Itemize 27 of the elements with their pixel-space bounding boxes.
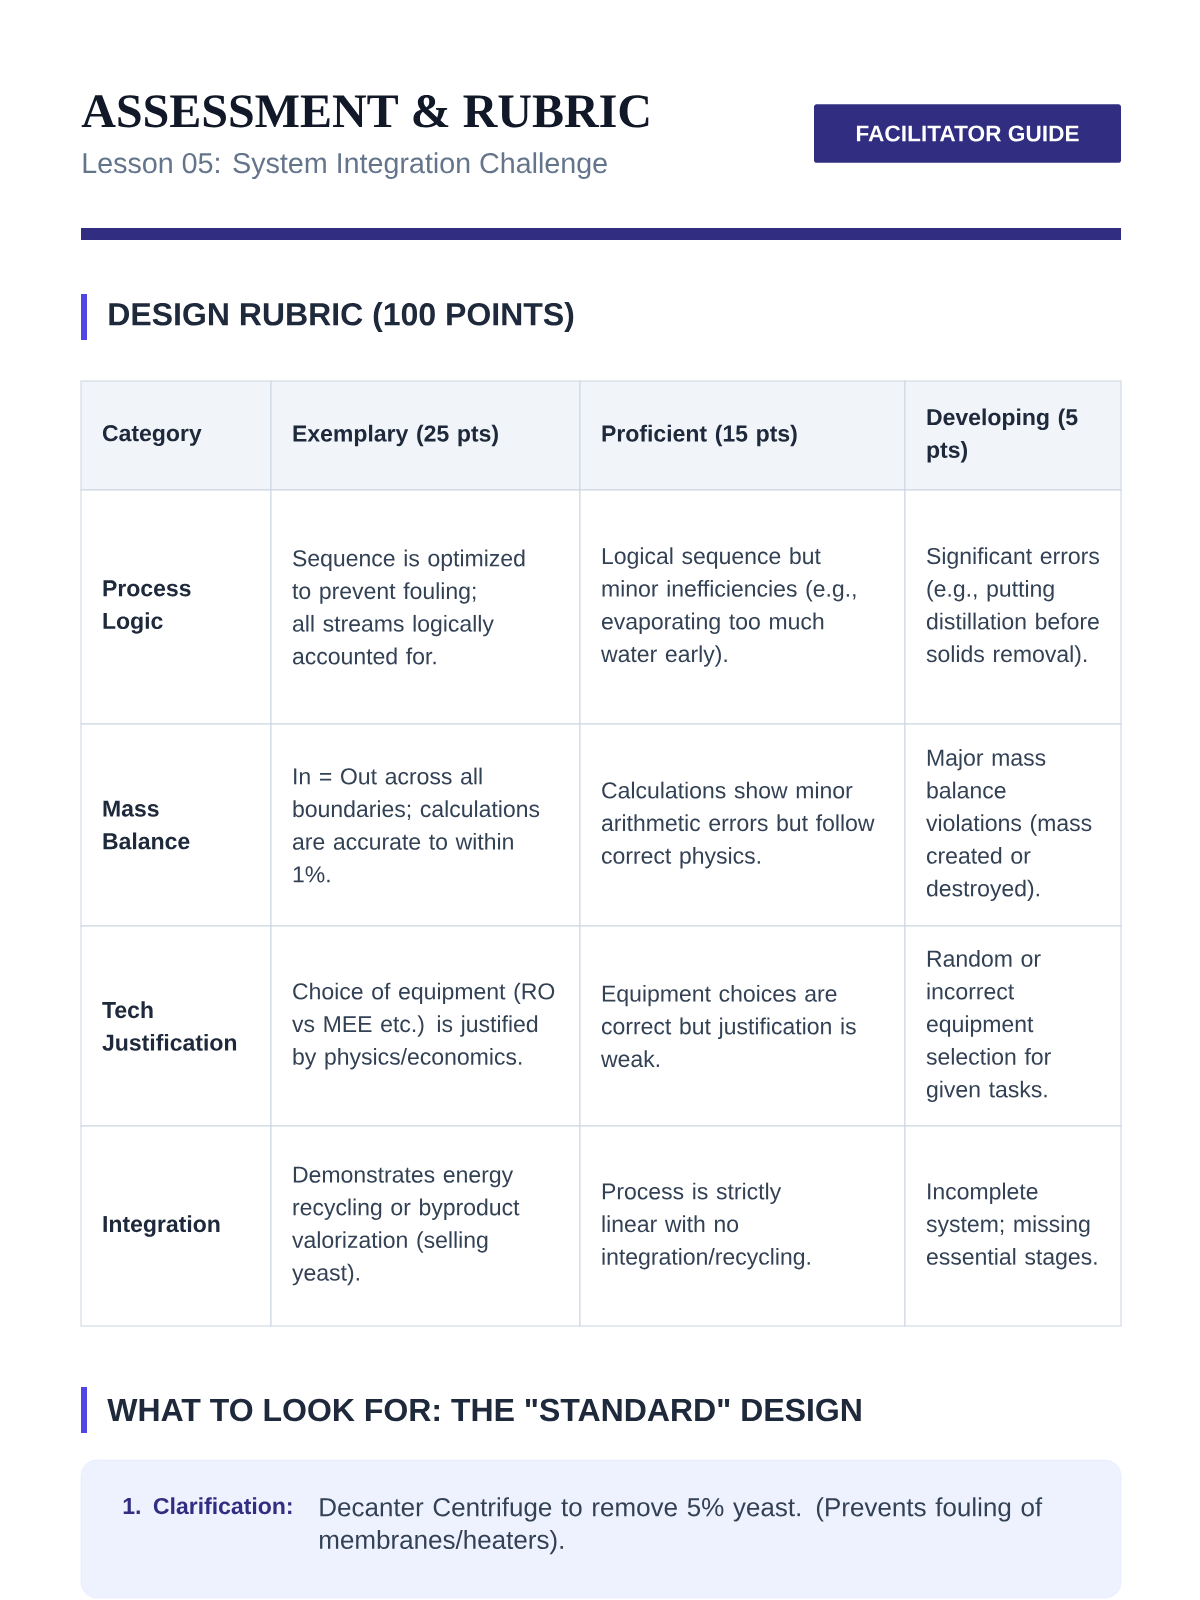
table-cell: Calculations show minor arithmetic errors but follow correct physics. (579, 723, 906, 927)
section-heading: WHAT TO LOOK FOR: THE "STANDARD" DESIGN (81, 1387, 861, 1433)
table-cell: Incomplete system; missing essential stages. (904, 1125, 1122, 1327)
table-cell: Equipment choices are correct but justification is weak. (579, 925, 906, 1127)
step-label: 1. Clarification: (123, 1497, 292, 1515)
guide-badge: FACILITATOR GUIDE (814, 104, 1121, 163)
table-cell: Tech Justification (80, 925, 272, 1127)
section-heading: DESIGN RUBRIC (100 POINTS) (81, 294, 574, 340)
table-cell: Choice of equipment (RO vs MEE etc.) is justified by physics/economics. (270, 925, 581, 1127)
table-cell: Major mass balance violations (mass created or destroyed). (904, 723, 1122, 927)
table-cell: Random or incorrect equipment selection for given tasks. (904, 925, 1122, 1127)
table-cell: Integration (80, 1125, 272, 1327)
table-cell: Mass Balance (80, 723, 272, 927)
table-cell: In = Out across all boundaries; calculations are accurate to within 1%. (270, 723, 581, 927)
table-header-cell: Category (80, 380, 272, 491)
table-header-cell: Proficient (15 pts) (579, 380, 906, 491)
table-cell: Process Logic (80, 489, 272, 725)
table-cell: Logical sequence but minor inefficiencies (e.g., evaporating too much water early). (579, 489, 906, 725)
table-cell: Process is strictly linear with no integration/recycling. (579, 1125, 906, 1327)
page-title: ASSESSMENT & RUBRIC (81, 95, 649, 128)
table-cell: Significant errors (e.g., putting distillation before solids removal). (904, 489, 1122, 725)
step-text: Decanter Centrifuge to remove 5% yeast. (Prevents fouling of membranes/heaters). (320, 1497, 1043, 1555)
subtitle: Lesson 05: System Integration Challenge (83, 152, 607, 179)
table-header-cell: Exemplary (25 pts) (270, 380, 581, 491)
table-cell: Sequence is optimized to prevent fouling; all streams logically accounted for. (270, 489, 581, 725)
table-cell: Demonstrates energy recycling or byproduct valorization (selling yeast). (270, 1125, 581, 1327)
table-header-cell: Developing (5 pts) (904, 380, 1122, 491)
